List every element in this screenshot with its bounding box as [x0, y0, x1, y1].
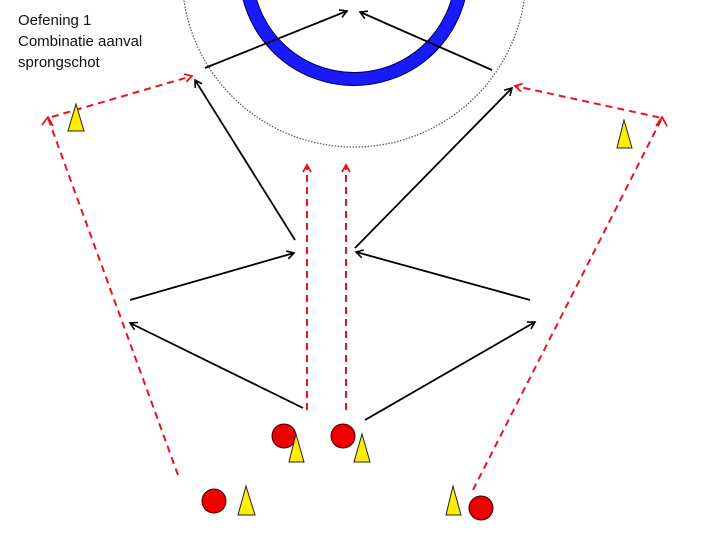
players: [201, 423, 494, 521]
run-path-right-wing: [472, 82, 664, 491]
shot-arrow-right: [358, 10, 493, 71]
goal-area-line: [243, 0, 465, 86]
title-line-subtitle: sprongschot: [18, 54, 100, 71]
cone-icon: [67, 102, 85, 132]
goal-area-inline: [256, 0, 452, 73]
player-icon: [468, 495, 494, 521]
run-path-left-wing: [46, 73, 194, 476]
pass-arrow-right-wing: [364, 321, 537, 421]
player-icon: [330, 423, 356, 449]
title-line-name: Combinatie aanval: [18, 33, 143, 50]
pass-arrow-left-up: [194, 78, 296, 241]
player-icon: [201, 488, 227, 514]
cone-icon: [288, 432, 305, 463]
cone-icon: [353, 432, 371, 463]
pass-arrow-left-back: [129, 250, 296, 301]
run-path-corner-arrow-left: [41, 115, 54, 127]
pass-arrow-left-wing: [128, 321, 304, 409]
run-path-corner-arrow-right: [655, 115, 668, 127]
pass-arrow-right-back: [354, 249, 531, 301]
cone-icon: [616, 118, 633, 149]
cone-icon: [237, 484, 256, 516]
cones: [67, 102, 633, 516]
shot-arrow-left: [204, 9, 349, 69]
free-throw-line: [183, 0, 525, 148]
title-line-exercise: Oefening 1: [18, 12, 92, 29]
goal-area-outline: [242, 0, 466, 86]
pass-arrow-right-up: [354, 86, 514, 249]
cone-icon: [445, 484, 462, 516]
exercise-title: Oefening 1 Combinatie aanval sprongschot: [18, 10, 142, 73]
run-paths: [46, 73, 664, 491]
player-icon: [271, 423, 297, 449]
pass-arrows: [128, 9, 537, 421]
